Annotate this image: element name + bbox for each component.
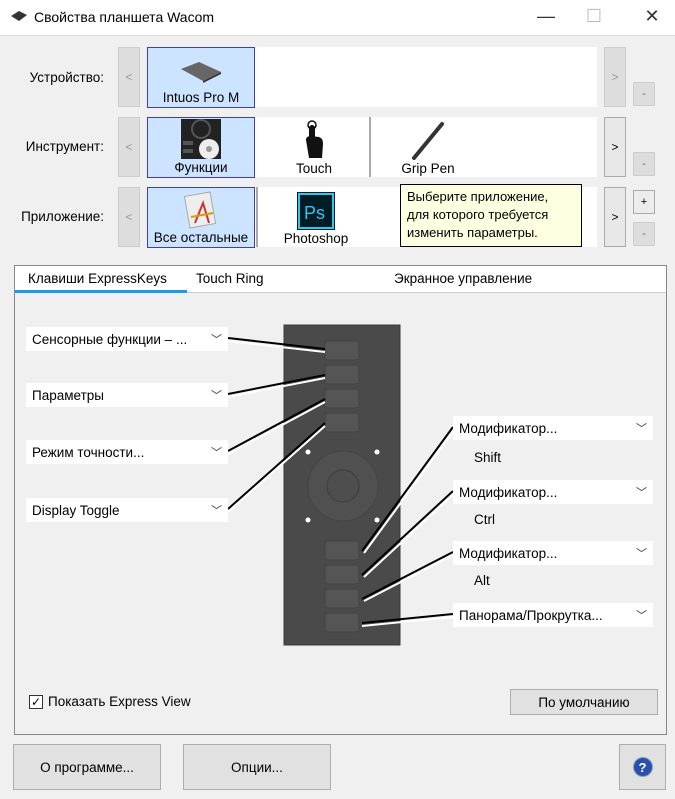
chevron-down-icon: ﹀ [636,610,647,622]
device-item-intuos[interactable]: Intuos Pro M [147,47,255,108]
modifier-value: Shift [474,450,502,465]
dropdown-value: Модификатор... [459,545,558,561]
device-item-label: Intuos Pro M [162,90,240,105]
maximize-button[interactable]: ☐ [585,6,603,26]
tool-prev-button[interactable]: < [118,117,140,177]
chevron-down-icon: ﹀ [211,334,222,346]
express-view-checkbox[interactable]: ✓ [29,695,43,709]
device-prev-button[interactable]: < [118,47,140,107]
dropdown-value: Панорама/Прокрутка... [459,607,603,623]
svg-text:Ps: Ps [304,203,325,223]
functions-icon [181,119,221,159]
dropdown-value: Режим точности... [32,444,145,460]
tablet-icon [181,62,221,83]
tooltip-line: изменить параметры. [407,225,538,240]
expresskey-dropdown-6[interactable]: Модификатор... ﹀ [453,480,653,504]
tooltip-line: Выберите приложение, [407,189,549,204]
tab-touch-ring[interactable]: Touch Ring [196,271,264,286]
modifier-value: Ctrl [474,512,495,527]
pen-icon [412,122,444,160]
dropdown-value: Display Toggle [32,502,120,518]
tool-item-functions[interactable]: Функции [147,117,255,178]
about-button[interactable]: О программе... [13,744,161,790]
app-item-label: Все остальные [153,230,249,245]
tool-item-label: Touch [295,161,333,176]
tool-remove-button[interactable]: - [633,152,655,176]
chevron-down-icon: ﹀ [636,487,647,499]
app-label: Приложение: [21,209,104,224]
connector-lines [227,337,456,627]
chevron-down-icon: ﹀ [636,423,647,435]
tooltip-line: для которого требуется [407,207,549,222]
help-icon: ? [632,757,653,777]
tool-item-label: Grip Pen [401,161,455,176]
chevron-down-icon: ﹀ [211,390,222,402]
photoshop-icon: Ps [297,192,335,230]
modifier-value: Alt [474,573,490,588]
all-apps-icon [183,191,217,229]
app-prev-button[interactable]: < [118,187,140,247]
expresskey-dropdown-1[interactable]: Сенсорные функции – ... ﹀ [26,327,228,351]
chevron-down-icon: ﹀ [211,447,222,459]
active-tab-underline [15,290,187,293]
dropdown-value: Модификатор... [459,420,558,436]
app-item-all-others[interactable]: Все остальные [147,187,255,248]
app-add-button[interactable]: + [633,190,655,214]
app-item-label: Photoshop [283,231,349,246]
device-label: Устройство: [29,70,104,85]
expresskey-dropdown-3[interactable]: Режим точности... ﹀ [26,440,228,464]
tool-item-grip-pen[interactable]: Grip Pen [374,117,482,178]
dropdown-value: Параметры [32,387,104,403]
app-item-photoshop[interactable]: Ps Photoshop [262,187,370,248]
dropdown-value: Модификатор... [459,484,558,500]
tool-next-button[interactable]: > [604,117,626,177]
app-remove-button[interactable]: - [633,222,655,246]
tooltip: Выберите приложение, для которого требуе… [400,184,582,247]
device-remove-button[interactable]: - [633,82,655,106]
minimize-button[interactable]: — [537,6,555,26]
help-button[interactable]: ? [619,744,666,790]
express-view-label: Показать Express View [48,694,191,709]
app-divider [256,187,258,247]
app-next-button[interactable]: > [604,187,626,247]
tab-expresskeys[interactable]: Клавиши ExpressKeys [28,271,167,286]
expresskey-dropdown-4[interactable]: Display Toggle ﹀ [26,498,228,522]
chevron-down-icon: ﹀ [636,548,647,560]
tool-divider [369,117,371,177]
expresskey-dropdown-2[interactable]: Параметры ﹀ [26,383,228,407]
tool-item-touch[interactable]: Touch [260,117,368,178]
title-bar: Свойства планшета Wacom — ☐ ✕ [0,0,675,36]
expresskey-buttons [324,340,360,633]
tool-item-label: Функции [174,160,228,175]
touch-finger-icon [306,120,323,158]
dropdown-value: Сенсорные функции – ... [32,331,188,347]
tab-header [15,266,666,293]
device-next-button[interactable]: > [604,47,626,107]
tab-onscreen-controls[interactable]: Экранное управление [394,271,533,286]
tool-label: Инструмент: [25,139,104,154]
tablet-app-icon [11,11,27,21]
close-button[interactable]: ✕ [644,6,660,26]
expresskey-dropdown-8[interactable]: Панорама/Прокрутка... ﹀ [453,603,653,627]
ring-leds [305,449,380,523]
default-button[interactable]: По умолчанию [510,689,658,715]
expresskey-dropdown-5[interactable]: Модификатор... ﹀ [453,416,653,440]
chevron-down-icon: ﹀ [211,505,222,517]
touch-ring-center [326,469,360,503]
expresskey-dropdown-7[interactable]: Модификатор... ﹀ [453,541,653,565]
options-button[interactable]: Опции... [183,744,331,790]
window-title: Свойства планшета Wacom [34,9,215,25]
